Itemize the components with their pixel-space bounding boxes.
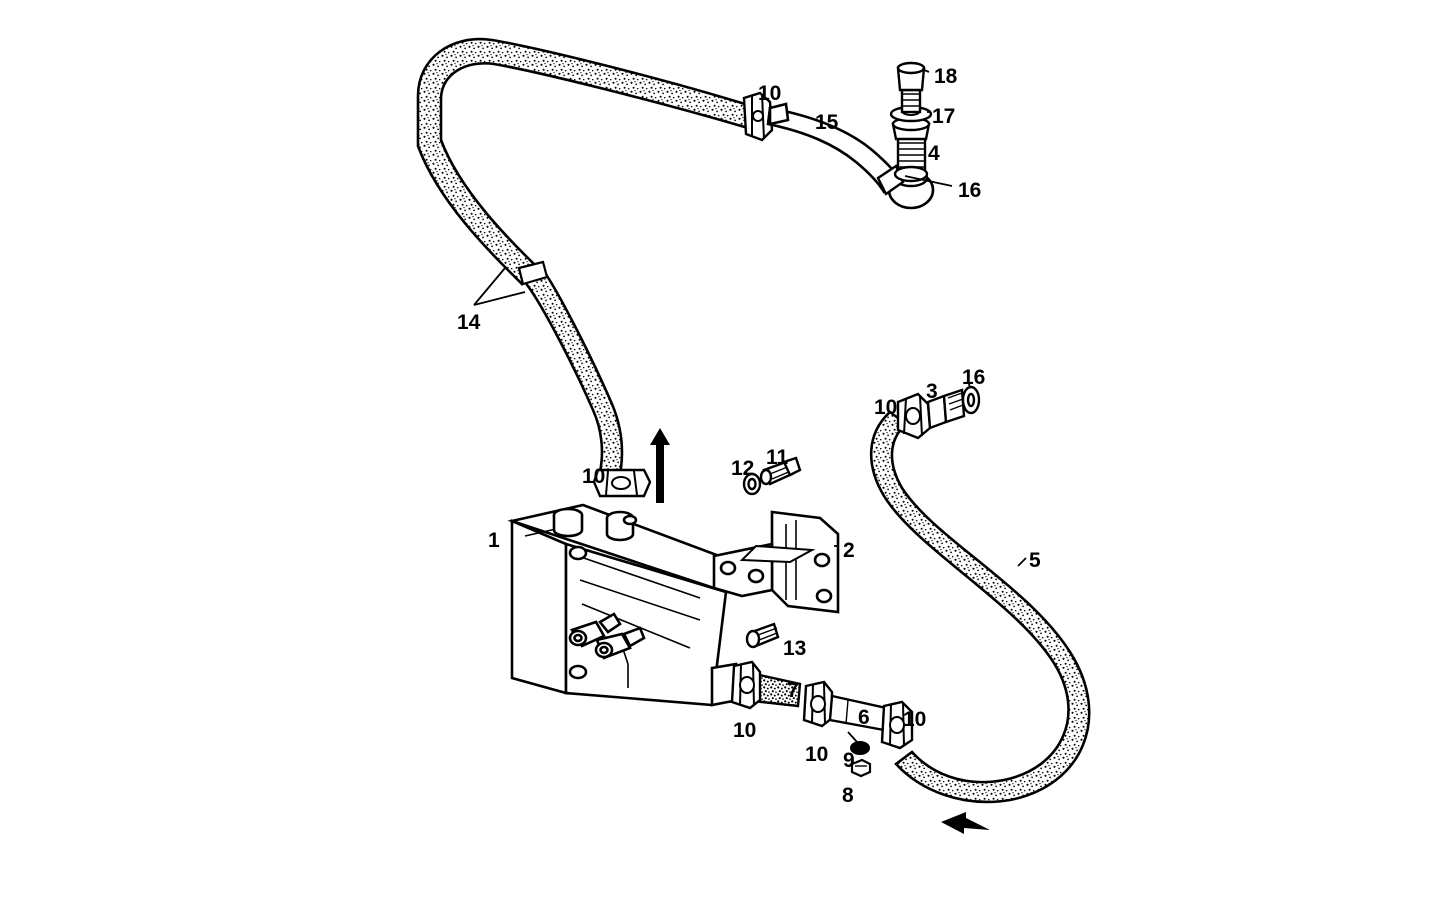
callout-18: 18 xyxy=(934,65,958,88)
callout-10-outlet-right: 10 xyxy=(903,708,927,731)
upper-hose-body xyxy=(416,37,750,286)
lower-hose-5 xyxy=(869,410,1091,804)
leader-line-5 xyxy=(1017,557,1027,567)
hose-clamp-top xyxy=(742,91,774,142)
callout-2: 2 xyxy=(843,539,855,562)
callout-3: 3 xyxy=(926,380,938,403)
callout-10-outlet-mid: 10 xyxy=(805,743,829,766)
callout-9: 9 xyxy=(843,749,855,772)
bolt-13 xyxy=(745,622,780,649)
callout-11: 11 xyxy=(766,446,789,469)
sealing-ring-16 xyxy=(961,385,981,415)
callout-8: 8 xyxy=(842,784,854,807)
callout-10-top: 10 xyxy=(758,82,782,105)
leader-lines-upper xyxy=(904,68,953,187)
callout-17: 17 xyxy=(932,105,956,128)
leader-line-9 xyxy=(847,731,858,743)
callout-13: 13 xyxy=(783,637,807,660)
flow-arrow-left xyxy=(941,812,990,834)
nut-8 xyxy=(850,758,872,778)
threaded-sleeve-4 xyxy=(891,116,931,183)
hose-clamp-hose5-top xyxy=(896,392,932,440)
threaded-connector-3 xyxy=(926,388,966,430)
callout-10-outlet-left: 10 xyxy=(733,719,757,742)
callout-16-lower: 16 xyxy=(962,366,986,389)
washer-9 xyxy=(850,741,870,755)
bolt-18 xyxy=(896,61,926,114)
callout-15: 15 xyxy=(815,111,839,134)
callout-16-upper: 16 xyxy=(958,179,982,202)
hose-clamp-6-right xyxy=(880,700,914,750)
leader-line-16-right xyxy=(967,379,971,389)
callout-1: 1 xyxy=(488,529,500,552)
washer-12 xyxy=(742,472,762,496)
upper-hose-lower-segment xyxy=(521,264,624,476)
callout-4: 4 xyxy=(928,142,940,165)
bolt-11 xyxy=(759,456,802,486)
upper-hose-joint xyxy=(517,260,549,286)
callout-14: 14 xyxy=(457,311,481,334)
oil-cooler-housing-1 xyxy=(507,503,740,707)
callout-12: 12 xyxy=(731,457,755,480)
callout-10-cooler-inlet: 10 xyxy=(582,465,606,488)
hose-clamp-7-right xyxy=(802,680,834,728)
hose-clamp-cooler-inlet xyxy=(592,468,652,498)
metal-pipe-15 xyxy=(766,102,902,194)
leader-lines-14 xyxy=(473,267,526,306)
callout-10-hose5: 10 xyxy=(874,396,898,419)
callout-7: 7 xyxy=(787,679,799,702)
hose-clamp-7-left xyxy=(730,660,762,710)
callout-6: 6 xyxy=(858,706,870,729)
callout-5: 5 xyxy=(1029,549,1041,572)
lower-hose-body xyxy=(869,410,1091,804)
flow-arrow-up xyxy=(650,428,670,503)
mounting-bracket-2 xyxy=(712,510,840,614)
upper-hose-assembly xyxy=(416,37,750,476)
